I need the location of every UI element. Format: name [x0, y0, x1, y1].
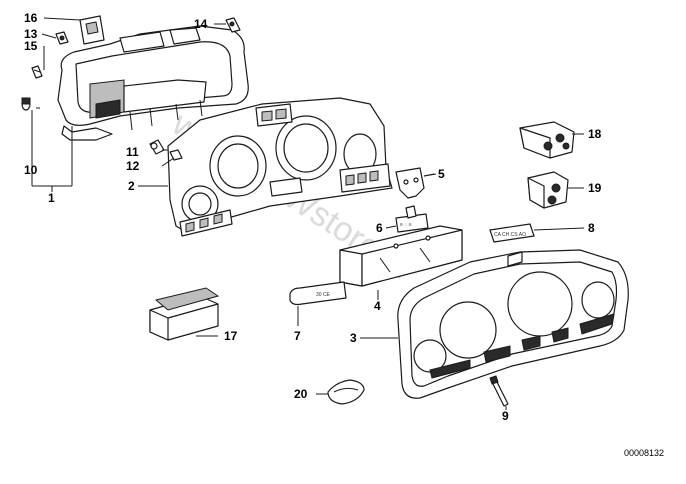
callout-14: 14 [194, 17, 208, 31]
bulb-11 [149, 139, 165, 155]
screw-15 [31, 65, 43, 79]
callout-1: 1 [48, 191, 55, 205]
callout-3: 3 [350, 331, 357, 345]
callout-2: 2 [128, 179, 135, 193]
callout-numbers: 1 2 3 4 5 6 7 8 9 10 11 12 13 14 15 16 1… [24, 11, 602, 423]
callout-10: 10 [24, 163, 38, 177]
callout-19: 19 [588, 181, 602, 195]
rear-housing [57, 25, 249, 141]
leader-lines [31, 17, 585, 410]
callout-20: 20 [294, 387, 308, 401]
cover-cap-20 [327, 379, 365, 405]
light-pin [489, 375, 509, 407]
bulb-12 [169, 149, 183, 161]
label-strip-8: CA CH CS AO [489, 223, 535, 243]
instrument-carrier [167, 97, 393, 237]
connector-16 [79, 15, 105, 45]
callout-13: 13 [24, 27, 38, 41]
callout-9: 9 [502, 409, 509, 423]
callout-8: 8 [588, 221, 595, 235]
connector-19 [527, 171, 569, 209]
indicator-plate-text: ≡ ◌ ≡ [400, 222, 412, 228]
indicator-plate: ≡ ◌ ≡ [395, 205, 429, 233]
module-box-17 [149, 287, 220, 341]
callout-16: 16 [24, 11, 38, 25]
callout-5: 5 [438, 167, 445, 181]
connector-18 [519, 121, 575, 159]
label-strip-7: 30 CE [289, 281, 347, 306]
bracket-part [395, 167, 437, 199]
callout-12: 12 [126, 159, 140, 173]
callout-15: 15 [24, 39, 38, 53]
label-strip-7-text: 30 CE [316, 292, 331, 298]
label-strip-8-text: CA CH CS AO [494, 232, 526, 238]
bulb-10 [21, 97, 31, 111]
bulb-13 [55, 31, 69, 45]
diagram-code: 00008132 [624, 448, 664, 458]
callout-7: 7 [294, 329, 301, 343]
callout-4: 4 [374, 299, 381, 313]
instrument-cluster-housing [397, 249, 629, 399]
callout-6: 6 [376, 221, 383, 235]
callout-11: 11 [126, 145, 139, 159]
callout-18: 18 [588, 127, 602, 141]
callout-17: 17 [224, 329, 238, 343]
bulb-14 [225, 17, 241, 33]
